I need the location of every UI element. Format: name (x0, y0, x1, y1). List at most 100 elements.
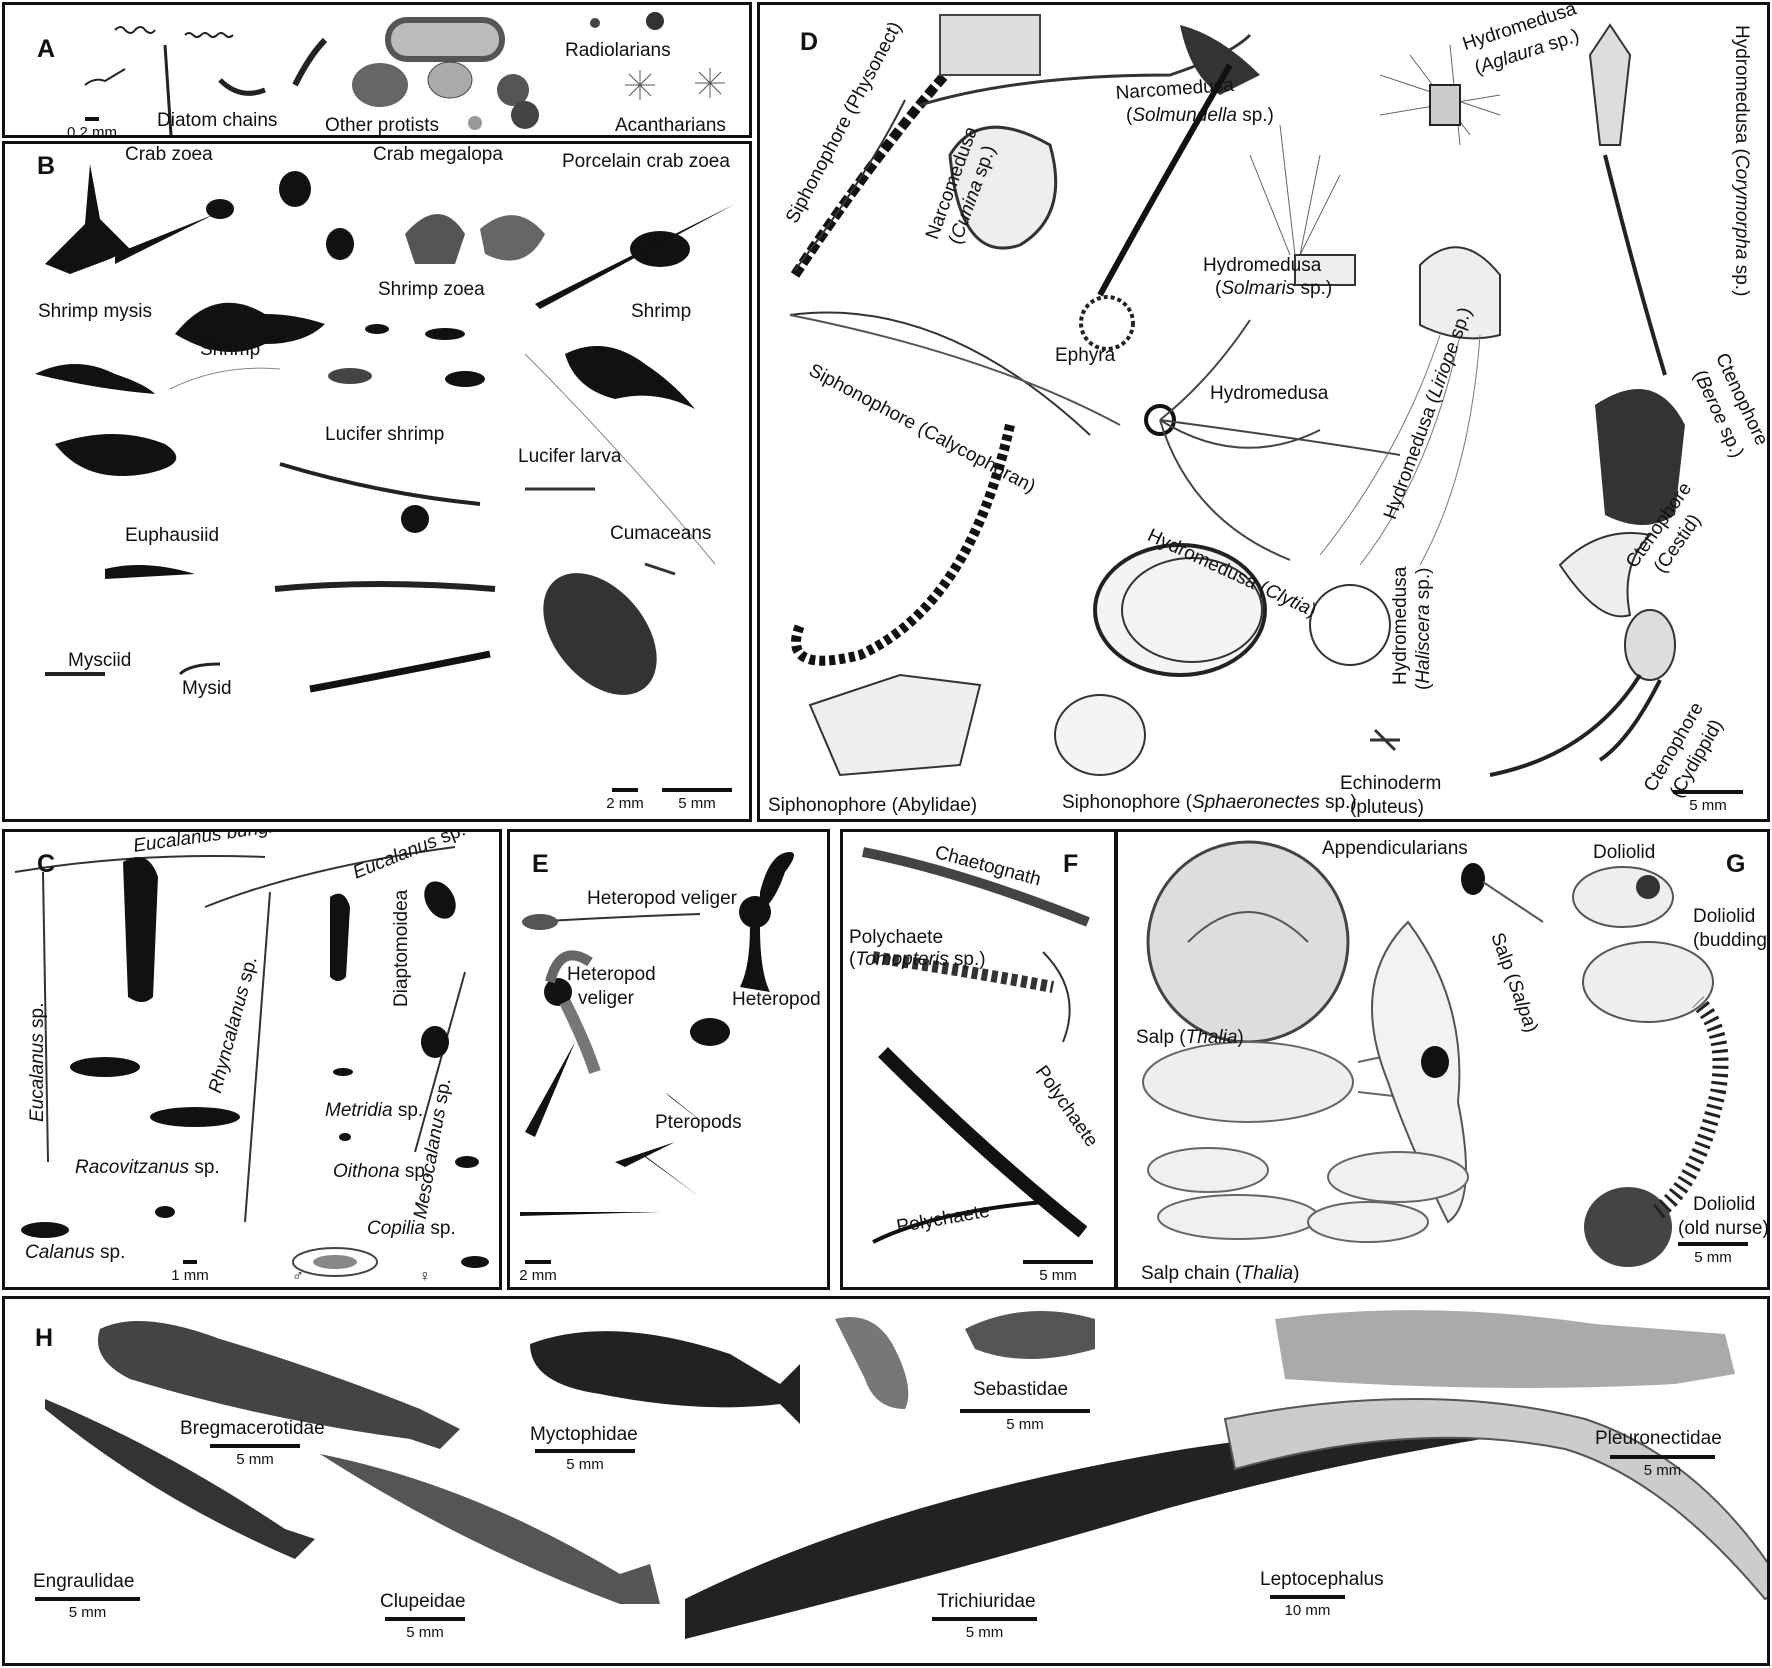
label-hydro-haliscera-genus: Haliscera (1413, 604, 1434, 684)
panel-h-artwork (45, 1310, 1767, 1639)
panel-e: E Heteropod veliger Heteropod veliger He… (507, 829, 830, 1290)
scale-bar-h-trichiuridae-label: 5 mm (965, 1624, 1004, 1641)
label-trichiuridae: Trichiuridae (937, 1591, 1036, 1612)
scale-bar-a-label: 0.2 mm (67, 124, 118, 138)
label-hydro-corymorpha-open: Hydromedusa ( (1731, 25, 1752, 155)
label-engraulidae: Engraulidae (33, 1571, 135, 1592)
panel-a-artwork (84, 12, 725, 135)
scale-bar-h-clupeidae: 5 mm (380, 1617, 470, 1641)
label-female-symbol: ♀ (419, 1268, 431, 1285)
scale-bar-b-5mm-line (662, 788, 732, 792)
label-oithona-sp: sp. (404, 1161, 431, 1182)
label-hydro-haliscera-sp: sp.) (1413, 567, 1434, 600)
label-hydromedusa: Hydromedusa (1210, 383, 1329, 404)
label-salp-chain-genus: Thalia (1241, 1263, 1294, 1284)
scale-bar-h-bregmacerotidae-label: 5 mm (236, 1451, 274, 1468)
label-hydro-corymorpha-genus: Corymorpha (1731, 154, 1752, 260)
label-ephyra: Ephyra (1055, 345, 1116, 366)
scale-bar-h-sebastidae-label: 5 mm (1006, 1416, 1044, 1433)
scale-bar-h-engraulidae-line (35, 1597, 140, 1601)
scale-bar-e: 2 mm (513, 1260, 563, 1284)
scale-bar-c-line (183, 1260, 197, 1264)
label-acantharians: Acantharians (615, 115, 726, 136)
panel-h: H Bregmacerotidae Myctophidae Sebastidae… (2, 1296, 1770, 1666)
label-echinoderm-a: Echinoderm (1340, 773, 1442, 794)
panel-e-artwork (520, 852, 794, 1216)
scale-bar-f: 5 mm (1018, 1260, 1098, 1284)
panel-d-letter: D (800, 28, 819, 56)
scale-bar-h-sebastidae-line (960, 1409, 1090, 1413)
label-doliolid-budding-b: (budding) (1693, 930, 1770, 951)
label-eucalanus-sp-left: Eucalanus sp. (27, 1003, 48, 1122)
scale-bar-h-pleuronectidae: 5 mm (1605, 1455, 1720, 1479)
label-euphausiid: Euphausiid (125, 525, 220, 546)
label-hydro-corymorpha-sp: sp.) (1731, 264, 1752, 297)
scale-bar-h-clupeidae-label: 5 mm (406, 1624, 444, 1641)
label-hydro-solmaris-a: Hydromedusa (1203, 255, 1322, 276)
panel-g: G Appendicularians Doliolid Doliolid (bu… (1115, 829, 1770, 1290)
scale-bar-b-2mm-line (612, 788, 638, 792)
scale-bar-d-label: 5 mm (1689, 797, 1727, 814)
panel-c: C Eucalanus bungii Eucalanus sp. Eucalan… (2, 829, 502, 1290)
panel-d-artwork (789, 14, 1685, 777)
label-heteropod: Heteropod (732, 989, 821, 1010)
panel-e-letter: E (532, 850, 549, 878)
label-heteropod-veliger-b: veliger (578, 988, 634, 1009)
scale-bar-e-line (525, 1260, 551, 1264)
label-crab-megalopa: Crab megalopa (373, 144, 503, 165)
label-mysciid: Mysciid (68, 650, 132, 671)
scale-bar-h-engraulidae: 5 mm (30, 1597, 145, 1621)
scale-bar-b-2mm-label: 2 mm (606, 795, 644, 812)
label-oithona: Oithona sp. (333, 1161, 430, 1182)
scale-bar-g-line (1678, 1242, 1748, 1246)
scale-bar-c-label: 1 mm (171, 1267, 209, 1284)
label-siph-sphaeronectes-genus: Sphaeronectes (1191, 792, 1320, 813)
label-echinoderm-b: (pluteus) (1350, 797, 1424, 818)
label-hydro-solmaris-sp: sp.) (1300, 278, 1333, 299)
scale-bar-h-leptocephalus: 10 mm (1265, 1595, 1350, 1619)
scale-bar-h-trichiuridae: 5 mm (927, 1617, 1042, 1641)
scale-bar-f-label: 5 mm (1039, 1267, 1077, 1284)
label-doliolid-budding-a: Doliolid (1693, 906, 1756, 927)
panel-c-letter: C (37, 850, 56, 878)
label-racovitzanus: Racovitzanus sp. (75, 1157, 220, 1178)
label-polychaete-tomopteris-open: ( (849, 949, 856, 970)
scale-bar-h-sebastidae: 5 mm (955, 1409, 1095, 1433)
label-hydro-solmaris-b: (Solmaris sp.) (1215, 278, 1333, 299)
label-metridia-sp: sp. (397, 1100, 424, 1121)
label-cumaceans: Cumaceans (610, 523, 712, 544)
scale-bar-b-2mm: 2 mm (600, 788, 650, 812)
scale-bar-c: 1 mm (165, 1260, 215, 1284)
scale-bar-h-leptocephalus-line (1270, 1595, 1345, 1599)
label-doliolid-nurse-a: Doliolid (1693, 1194, 1756, 1215)
scale-bar-h-myctophidae-line (535, 1449, 635, 1453)
label-siph-sphaeronectes-open: Siphonophore ( (1062, 792, 1192, 813)
label-shrimp-left: Shrimp (200, 339, 261, 360)
label-hydro-haliscera-b: (Haliscera sp.) (1413, 567, 1434, 691)
label-eucalanus-sp-left-genus: Eucalanus (27, 1033, 48, 1122)
scale-bar-h-bregmacerotidae-line (210, 1444, 300, 1448)
panel-f-artwork (862, 847, 1090, 1244)
label-racovitzanus-sp: sp. (194, 1157, 220, 1178)
label-eucalanus-sp-left-sp: sp. (27, 1002, 48, 1028)
label-bregmacerotidae: Bregmacerotidae (180, 1418, 325, 1439)
panel-h-letter: H (35, 1324, 54, 1352)
label-polychaete-tomopteris-genus: Tomopteris (855, 949, 949, 970)
label-hydro-haliscera-a: Hydromedusa (1390, 566, 1411, 685)
label-salp-thalia-open: Salp ( (1136, 1027, 1186, 1048)
label-lucifer-shrimp: Lucifer shrimp (325, 424, 445, 445)
panel-g-artwork (1142, 840, 1729, 1267)
label-myctophidae: Myctophidae (530, 1424, 638, 1445)
label-sebastidae: Sebastidae (973, 1379, 1069, 1400)
panel-c-artwork (14, 846, 489, 1277)
scale-bar-h-trichiuridae-line (932, 1617, 1037, 1621)
scale-bar-d: 5 mm (1668, 790, 1748, 814)
scale-bar-a: 0.2 mm (67, 117, 118, 138)
scale-bar-h-clupeidae-line (385, 1617, 465, 1621)
label-salp-chain-close: ) (1293, 1263, 1300, 1284)
scale-bar-h-bregmacerotidae: 5 mm (205, 1444, 305, 1468)
label-oithona-genus: Oithona (333, 1161, 400, 1182)
label-calanus-sp: sp. (100, 1242, 126, 1263)
scale-bar-d-line (1673, 790, 1743, 794)
scale-bar-b-5mm: 5 mm (657, 788, 737, 812)
